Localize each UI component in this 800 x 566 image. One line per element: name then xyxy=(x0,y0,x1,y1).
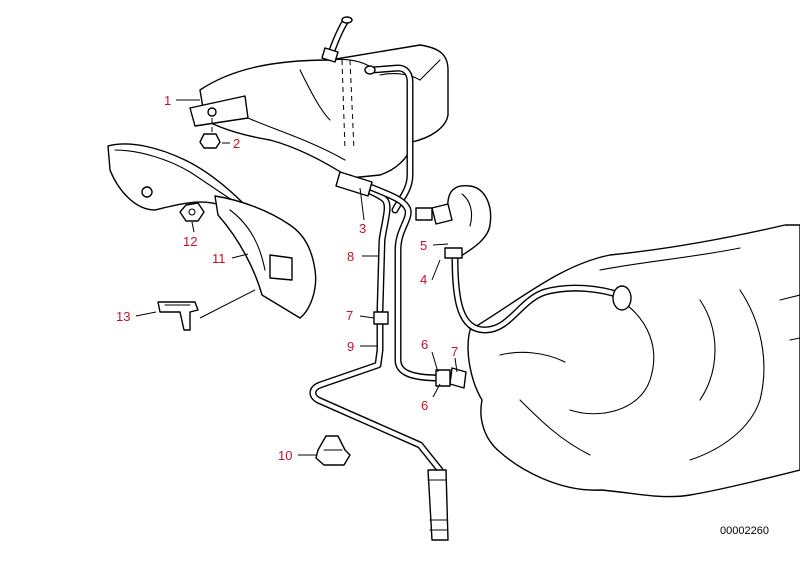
nut xyxy=(179,202,205,222)
callout-5: 5 xyxy=(420,238,427,253)
alignment-line xyxy=(349,59,355,151)
vent-hose xyxy=(431,184,632,334)
callout-4: 4 xyxy=(420,272,427,287)
fuel-tank xyxy=(467,224,800,498)
callout-8: 8 xyxy=(347,249,354,264)
callout-12: 12 xyxy=(183,234,197,249)
callout-1: 1 xyxy=(164,93,171,108)
nut xyxy=(199,133,221,149)
clip xyxy=(157,301,199,331)
callout-7a: 7 xyxy=(346,308,353,323)
callout-3: 3 xyxy=(359,221,366,236)
callouts: 1 2 3 4 5 6 6 7 7 8 9 10 11 12 13 xyxy=(116,93,458,463)
filler-pipe xyxy=(321,16,353,63)
splash-shield xyxy=(107,143,317,319)
callout-6a: 6 xyxy=(421,337,428,352)
document-number: 00002260 xyxy=(720,525,769,537)
callout-10: 10 xyxy=(278,448,292,463)
callout-6b: 6 xyxy=(421,398,428,413)
callout-9: 9 xyxy=(347,339,354,354)
alignment-line xyxy=(341,59,346,151)
callout-7b: 7 xyxy=(451,344,458,359)
callout-13: 13 xyxy=(116,309,130,324)
holder xyxy=(315,435,351,466)
callout-11: 11 xyxy=(212,251,226,266)
hose-assembly xyxy=(309,171,467,541)
callout-2: 2 xyxy=(233,136,240,151)
leader-lines xyxy=(135,99,458,456)
